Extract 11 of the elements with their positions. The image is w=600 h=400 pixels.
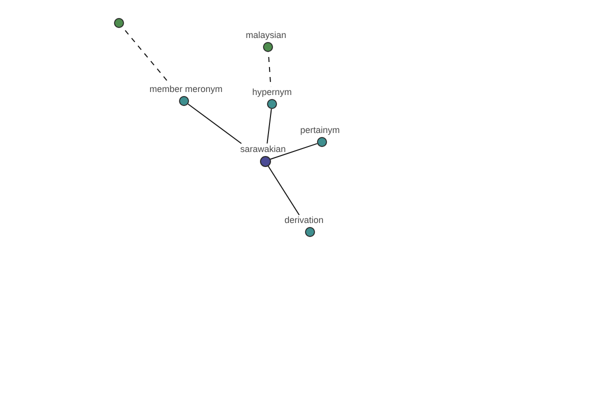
node-label: member meronym (149, 84, 222, 94)
node-label: malaysian (246, 30, 286, 40)
node-label: hypernym (252, 87, 292, 97)
link-line (270, 143, 318, 160)
link-line (267, 165, 300, 216)
node-label: sarawakian (240, 144, 286, 154)
node-label: pertainym (300, 125, 340, 135)
link-line (188, 103, 242, 144)
node-label: derivation (284, 215, 324, 225)
link-line (266, 108, 272, 144)
node-dot (114, 18, 124, 28)
